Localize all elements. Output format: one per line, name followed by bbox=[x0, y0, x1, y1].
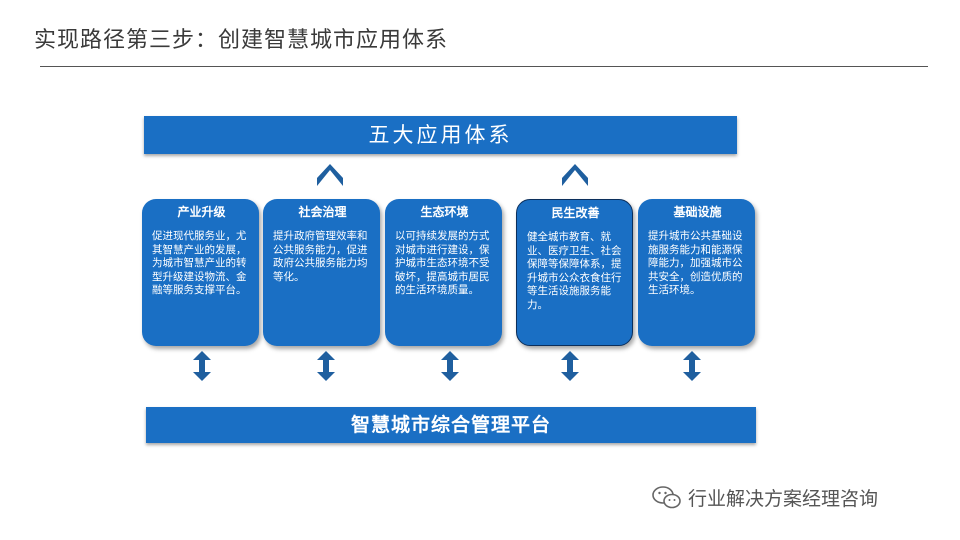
card-body: 以可持续发展的方式对城市进行建设，保护城市生态环境不受破坏，提高城市居民的生活环… bbox=[395, 230, 490, 296]
chevron-up-icon bbox=[562, 164, 588, 186]
double-arrow-icon bbox=[317, 351, 335, 381]
watermark: 行业解决方案经理咨询 bbox=[652, 484, 878, 511]
card-industry-upgrade: 产业升级 促进现代服务业，尤其智慧产业的发展，为城市智慧产业的转型升级建设物流、… bbox=[142, 199, 259, 346]
double-arrow-icon bbox=[193, 351, 211, 381]
card-title: 社会治理 bbox=[298, 205, 347, 219]
card-title: 产业升级 bbox=[177, 205, 226, 219]
card-body: 提升政府管理效率和公共服务能力，促进政府公共服务能力均等化。 bbox=[273, 230, 368, 283]
card-social-governance: 社会治理 提升政府管理效率和公共服务能力，促进政府公共服务能力均等化。 bbox=[263, 199, 380, 346]
chevron-up-icon bbox=[317, 164, 343, 186]
card-body: 促进现代服务业，尤其智慧产业的发展，为城市智慧产业的转型升级建设物流、金融等服务… bbox=[152, 230, 247, 296]
watermark-text: 行业解决方案经理咨询 bbox=[688, 488, 879, 510]
wechat-icon bbox=[652, 485, 681, 508]
card-body: 提升城市公共基础设施服务能力和能源保障能力，加强城市公共安全，创造优质的生活环境… bbox=[648, 230, 743, 296]
top-banner: 五大应用体系 bbox=[144, 116, 737, 154]
double-arrow-icon bbox=[683, 351, 701, 381]
bottom-banner: 智慧城市综合管理平台 bbox=[146, 407, 756, 443]
card-body: 健全城市教育、就业、医疗卫生、社会保障等保障体系，提升城市公众衣食住行等生活设施… bbox=[527, 231, 622, 311]
double-arrow-icon bbox=[441, 351, 459, 381]
card-livelihood-improvement: 民生改善 健全城市教育、就业、医疗卫生、社会保障等保障体系，提升城市公众衣食住行… bbox=[516, 199, 633, 346]
title-divider bbox=[40, 66, 928, 67]
card-title: 生态环境 bbox=[420, 205, 469, 219]
double-arrow-icon bbox=[561, 351, 579, 381]
card-ecological-environment: 生态环境 以可持续发展的方式对城市进行建设，保护城市生态环境不受破坏，提高城市居… bbox=[385, 199, 502, 346]
page-title: 实现路径第三步：创建智慧城市应用体系 bbox=[34, 28, 449, 53]
card-title: 基础设施 bbox=[673, 205, 722, 219]
card-title: 民生改善 bbox=[551, 206, 600, 220]
card-infrastructure: 基础设施 提升城市公共基础设施服务能力和能源保障能力，加强城市公共安全，创造优质… bbox=[638, 199, 755, 346]
